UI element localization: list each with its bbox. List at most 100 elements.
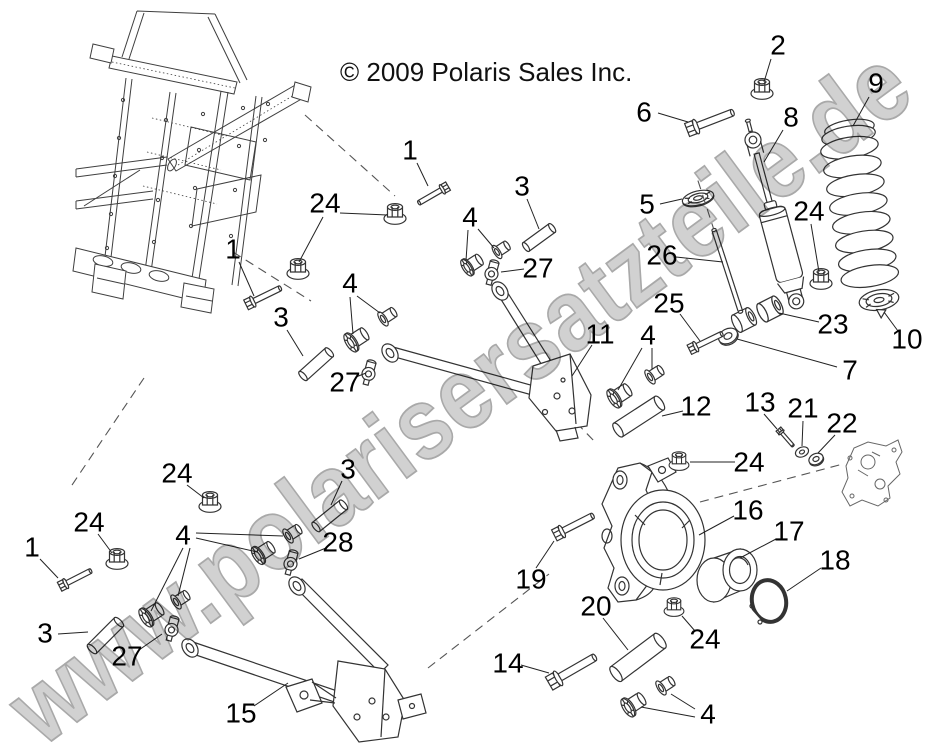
bushing-part-4 bbox=[642, 361, 668, 387]
part-callout-27: 27 bbox=[111, 641, 142, 672]
leader-line-4 bbox=[150, 547, 184, 612]
part-callout-25: 25 bbox=[653, 288, 684, 319]
bushing-part-4 bbox=[489, 237, 514, 261]
upper-a-arm-11 bbox=[377, 278, 592, 442]
lower-a-arm-15 bbox=[177, 573, 427, 743]
leader-line-25 bbox=[679, 313, 701, 342]
leader-line-8 bbox=[763, 129, 784, 163]
copyright-notice: © 2009 Polaris Sales Inc. bbox=[340, 57, 632, 87]
nut-part-24 bbox=[286, 258, 310, 280]
leader-line-27 bbox=[500, 268, 525, 273]
part-callout-15: 15 bbox=[225, 698, 256, 729]
leader-line-4 bbox=[477, 228, 495, 249]
leader-line-3 bbox=[286, 329, 304, 357]
part-callout-18: 18 bbox=[819, 545, 850, 576]
leader-line-15 bbox=[253, 682, 289, 707]
part-callout-24: 24 bbox=[161, 458, 192, 489]
part-callout-12: 12 bbox=[680, 391, 711, 422]
part-callout-1: 1 bbox=[24, 532, 40, 563]
snap-ring-18 bbox=[742, 578, 789, 631]
leader-line-18 bbox=[786, 567, 822, 592]
leader-line-6 bbox=[657, 112, 689, 123]
bushing-part-4 bbox=[457, 249, 487, 279]
wheel-bearing-17 bbox=[696, 548, 758, 603]
leader-line-20 bbox=[602, 617, 629, 651]
pivot-eyelet bbox=[377, 340, 403, 366]
leader-line-12 bbox=[661, 410, 684, 417]
leader-line-3 bbox=[330, 480, 343, 506]
leader-line-17 bbox=[739, 538, 777, 559]
bushing-part-4 bbox=[340, 323, 374, 355]
leader-line-2 bbox=[763, 58, 772, 83]
nut-part-24 bbox=[668, 451, 690, 471]
leader-line-24 bbox=[339, 212, 389, 216]
leader-line-7 bbox=[736, 338, 838, 368]
part-callout-24: 24 bbox=[309, 188, 340, 219]
leader-line-19 bbox=[535, 540, 555, 569]
leader-line-5 bbox=[659, 198, 683, 205]
part-callout-4: 4 bbox=[640, 320, 656, 351]
part-callout-10: 10 bbox=[891, 324, 922, 355]
leader-line-14 bbox=[520, 664, 550, 674]
part-callout-3: 3 bbox=[514, 171, 530, 202]
leader-line-4 bbox=[617, 347, 643, 391]
bushing-part-4 bbox=[603, 379, 637, 411]
frame-assembly bbox=[72, 10, 312, 314]
leader-line-4 bbox=[177, 547, 191, 597]
part-callout-1: 1 bbox=[402, 135, 418, 166]
spring-retainer-5 bbox=[681, 189, 715, 208]
part-callout-6: 6 bbox=[636, 97, 652, 128]
clamp-part-27 bbox=[358, 357, 380, 387]
part-callout-8: 8 bbox=[783, 102, 799, 133]
leader-line-1 bbox=[39, 558, 59, 579]
leader-line-4 bbox=[640, 706, 696, 718]
part-callout-3: 3 bbox=[37, 618, 53, 649]
leader-line-26 bbox=[675, 256, 724, 263]
brake-caliper bbox=[841, 439, 903, 507]
part-callout-11: 11 bbox=[585, 319, 614, 350]
shock-rod-26 bbox=[697, 180, 744, 314]
nut-part-24 bbox=[105, 547, 129, 570]
bushing-pair-23 bbox=[730, 295, 784, 333]
leader-line-3 bbox=[57, 631, 89, 635]
part-callout-9: 9 bbox=[868, 68, 884, 99]
spring-retainer-10 bbox=[858, 288, 900, 320]
bolt-part-1 bbox=[56, 565, 95, 592]
leader-line-22 bbox=[817, 434, 836, 454]
leader-line-1 bbox=[238, 261, 255, 297]
leader-line-10 bbox=[883, 311, 899, 332]
part-callout-28: 28 bbox=[322, 527, 353, 558]
bolt-part-19 bbox=[550, 508, 598, 542]
part-callout-2: 2 bbox=[770, 30, 786, 61]
part-callout-27: 27 bbox=[329, 367, 360, 398]
part-callout-4: 4 bbox=[462, 202, 478, 233]
part-callout-14: 14 bbox=[492, 648, 523, 679]
part-callout-19: 19 bbox=[515, 564, 546, 595]
nut-part-24 bbox=[383, 203, 407, 225]
part-callout-4: 4 bbox=[700, 699, 716, 730]
washer-21 bbox=[794, 446, 810, 458]
assembly-guide-lines bbox=[69, 114, 844, 669]
part-callout-20: 20 bbox=[580, 591, 611, 622]
part-callout-21: 21 bbox=[787, 393, 818, 424]
leader-line-21 bbox=[801, 420, 804, 447]
nut-part-24 bbox=[663, 597, 685, 617]
leader-line-24 bbox=[298, 216, 324, 263]
leader-line-24 bbox=[681, 615, 696, 632]
part-callout-13: 13 bbox=[744, 387, 775, 418]
bolt-part-1 bbox=[415, 181, 452, 209]
part-callout-26: 26 bbox=[646, 240, 677, 271]
leader-line-24 bbox=[186, 484, 205, 499]
part-callout-1: 1 bbox=[225, 234, 241, 265]
leader-line-4 bbox=[195, 532, 284, 537]
part-callout-3: 3 bbox=[273, 302, 289, 333]
part-callout-24: 24 bbox=[689, 624, 720, 655]
part-callout-24: 24 bbox=[73, 507, 104, 538]
bolt-part-14 bbox=[544, 648, 601, 692]
part-callout-17: 17 bbox=[773, 516, 804, 547]
part-callout-24: 24 bbox=[733, 447, 764, 478]
part-callout-7: 7 bbox=[842, 355, 858, 386]
part-callout-5: 5 bbox=[639, 189, 655, 220]
